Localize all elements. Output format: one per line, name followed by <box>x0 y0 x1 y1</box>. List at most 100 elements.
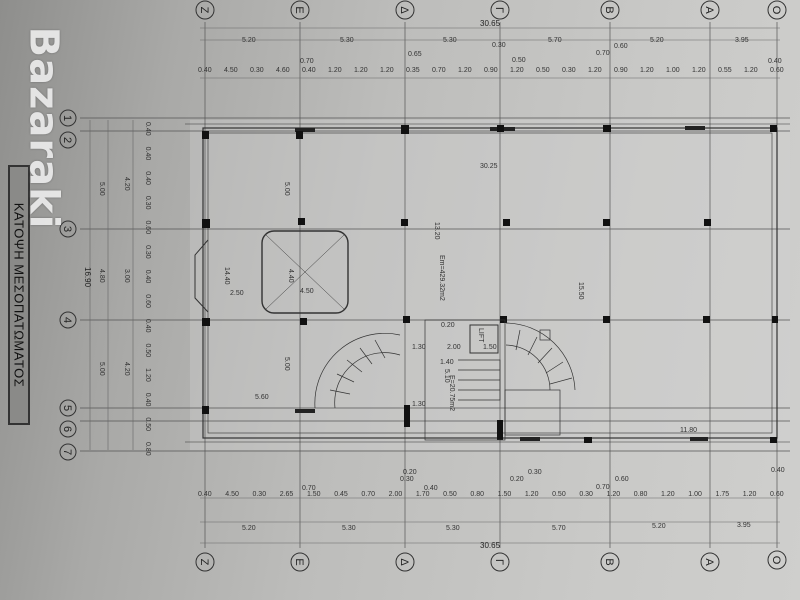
axis-col-bottom: A <box>703 558 715 566</box>
dim-label: 0.20 <box>510 476 524 483</box>
lift-shaft <box>469 324 499 354</box>
dim-label: 1.00 <box>666 67 680 74</box>
bottom-main-dims: 5.20 5.30 5.30 5.70 5.20 3.95 <box>242 522 751 532</box>
dim-label: 5.00 <box>98 182 105 196</box>
dim-label: 0.60 <box>770 491 784 498</box>
dim-label: 0.50 <box>144 417 151 431</box>
dim-label: 0.60 <box>615 476 629 483</box>
watermark-logo: Bazaraki <box>20 26 67 230</box>
dim-label: 0.30 <box>250 67 264 74</box>
dim-label: 0.30 <box>144 245 151 259</box>
area-core-label: E=20.75m2 <box>448 375 455 411</box>
axis-col-top: E <box>293 6 305 13</box>
void-opening <box>261 230 349 314</box>
dim-label: 1.75 <box>716 491 730 498</box>
axis-col-bottom: Γ <box>493 559 505 565</box>
dim-label: 0.80 <box>470 491 484 498</box>
dim-label: 0.40 <box>198 491 212 498</box>
axis-row: 1 <box>61 115 73 121</box>
dim-label: 0.70 <box>302 485 316 492</box>
dim-label: 0.60 <box>144 220 151 234</box>
dim-label: 0.40 <box>424 485 438 492</box>
dim-label: 4.60 <box>276 67 290 74</box>
dim-label: 0.30 <box>579 491 593 498</box>
axis-col-top: A <box>703 6 715 14</box>
dim-label: 1.20 <box>380 67 394 74</box>
dim-label: 0.40 <box>144 270 151 284</box>
dim-label: 0.40 <box>144 393 151 407</box>
dim-label: 4.80 <box>98 269 105 283</box>
axis-col-bottom: Z <box>198 559 210 566</box>
interior-labels: Em=429.32m2 E=20.75m2 4.50 4.40 30.25 11… <box>223 163 697 434</box>
column-grid-lines <box>204 22 778 548</box>
dim-label: 1.20 <box>144 368 151 382</box>
dim-label: 5.30 <box>340 37 354 44</box>
void-width: 4.50 <box>300 288 314 295</box>
dim-label: 0.70 <box>300 58 314 65</box>
dim-c: 2.50 <box>230 290 244 297</box>
axis-row: 6 <box>61 426 73 432</box>
dim-label: 0.70 <box>432 67 446 74</box>
dim-label: 0.60 <box>614 43 628 50</box>
core-dim: 1.30 <box>412 344 426 351</box>
dim-label: 0.65 <box>408 51 422 58</box>
dim-label: 0.45 <box>334 491 348 498</box>
dim-d: 5.60 <box>255 394 269 401</box>
dim-label: 0.70 <box>596 484 610 491</box>
dim-label: 1.50 <box>307 491 321 498</box>
left-dims: 5.00 4.80 5.00 4.20 3.00 4.20 <box>98 177 130 376</box>
core-dim: 5.10 <box>443 369 450 383</box>
dim-label: 0.30 <box>562 67 576 74</box>
dim-label: 1.20 <box>525 491 539 498</box>
dim-label: 5.20 <box>652 523 666 530</box>
inner-length: 30.25 <box>480 163 498 170</box>
depth-mid: 15.50 <box>577 282 584 300</box>
dim-label: 5.70 <box>548 37 562 44</box>
axis-col-bottom: E <box>293 558 305 565</box>
axis-labels: Z E Δ Γ B A O Z E Δ Γ B A O 1 2 3 4 5 6 … <box>61 6 782 567</box>
dim-label: 2.00 <box>389 491 403 498</box>
dim-label: 2.65 <box>280 491 294 498</box>
dim-label: 1.20 <box>354 67 368 74</box>
dim-label: 1.00 <box>688 491 702 498</box>
dim-label: 0.70 <box>361 491 375 498</box>
axis-col-bottom: Δ <box>398 558 410 566</box>
staircase-right <box>505 322 576 391</box>
dim-label: 1.20 <box>692 67 706 74</box>
top-misc-dims: 0.70 0.65 0.30 0.50 0.70 0.60 0.40 <box>300 42 782 65</box>
dim-label: 1.20 <box>328 67 342 74</box>
dim-label: 1.20 <box>588 67 602 74</box>
axis-row: 3 <box>61 226 73 232</box>
structural-columns <box>202 125 778 443</box>
dim-label: 4.50 <box>225 491 239 498</box>
total-width-bottom: 30.65 <box>480 541 501 550</box>
dim-label: 1.20 <box>510 67 524 74</box>
core-dim: 1.50 <box>483 344 497 351</box>
dim-label: 1.20 <box>743 491 757 498</box>
dim-label: 4.50 <box>224 67 238 74</box>
lift-label: LIFT <box>477 328 484 343</box>
void-height: 4.40 <box>287 269 294 283</box>
left-small-dims: 0.400.400.400.300.600.300.400.600.400.50… <box>144 122 151 456</box>
dim-label: 0.30 <box>492 42 506 49</box>
dim-label: 0.50 <box>552 491 566 498</box>
dim-label: 0.30 <box>144 196 151 210</box>
dim-label: 0.50 <box>536 67 550 74</box>
dim-label: 1.20 <box>744 67 758 74</box>
dim-label: 4.20 <box>123 177 130 191</box>
dim-label: 0.40 <box>144 319 151 333</box>
dim-label: 5.70 <box>552 525 566 532</box>
core-dim: 1.40 <box>440 359 454 366</box>
dim-label: 0.35 <box>406 67 420 74</box>
dim-a: 5.00 <box>283 182 290 196</box>
lower-length: 11.80 <box>680 427 697 434</box>
dim-label: 0.80 <box>634 491 648 498</box>
dim-b: 5.00 <box>283 357 290 371</box>
dim-label: 0.40 <box>144 122 151 136</box>
dim-label: 0.70 <box>596 50 610 57</box>
total-depth: 16.90 <box>83 267 92 288</box>
dim-label: 5.30 <box>342 525 356 532</box>
axis-col-top: O <box>770 6 782 15</box>
area-main-label: Em=429.32m2 <box>438 255 445 301</box>
